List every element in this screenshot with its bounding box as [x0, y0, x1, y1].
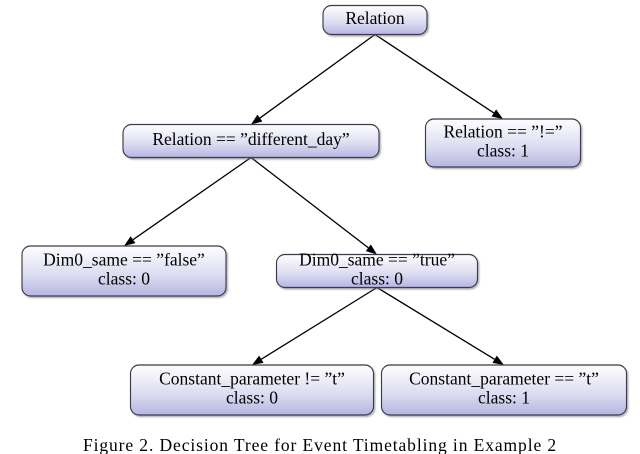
edge-line [374, 33, 495, 114]
tree-node-root[interactable]: Relation [322, 4, 428, 36]
node-class-label: class: 0 [98, 269, 150, 289]
node-condition-label: Dim0_same == ”false” [43, 250, 205, 270]
arrow-head-icon [491, 109, 503, 119]
node-condition-label: Relation [345, 8, 405, 28]
node-condition-label: Dim0_same == ”true” [299, 250, 455, 270]
arrow-head-icon [124, 236, 136, 246]
node-box[interactable] [275, 253, 479, 289]
tree-edge [252, 286, 378, 365]
node-condition-label: Constant_parameter == ”t” [409, 369, 599, 389]
edge-line [376, 286, 495, 360]
node-class-label: class: 0 [226, 388, 278, 408]
tree-edge [251, 33, 376, 125]
node-class-label: class: 0 [351, 269, 403, 289]
node-class-label: class: 1 [478, 388, 530, 408]
node-box[interactable] [424, 118, 582, 168]
edge-line [261, 286, 378, 360]
node-condition-label: Relation == ”different_day” [152, 129, 349, 149]
arrow-head-icon [365, 244, 377, 255]
edge-line [132, 156, 252, 241]
tree-node-dim0-same-true[interactable]: Dim0_same == ”true”class: 0 [275, 250, 479, 289]
tree-node-constant-parameter-neq-t[interactable]: Constant_parameter != ”t”class: 0 [129, 364, 375, 416]
figure-caption: Figure 2. Decision Tree for Event Timeta… [82, 435, 558, 454]
tree-edge [376, 286, 504, 365]
edge-line [250, 156, 369, 249]
node-class-label: class: 1 [477, 141, 529, 161]
tree-edge [250, 156, 377, 255]
tree-node-relation-different-day[interactable]: Relation == ”different_day” [122, 123, 380, 159]
tree-edge [124, 156, 252, 246]
node-box[interactable] [129, 364, 375, 416]
tree-edge [374, 33, 503, 119]
node-condition-label: Relation == ”!=” [443, 122, 562, 142]
tree-node-dim0-same-false[interactable]: Dim0_same == ”false”class: 0 [21, 245, 227, 297]
node-condition-label: Constant_parameter != ”t” [159, 369, 345, 389]
node-box[interactable] [380, 364, 628, 416]
node-box[interactable] [122, 123, 380, 159]
tree-edges [124, 33, 504, 365]
figure-caption-holder: Figure 2. Decision Tree for Event Timeta… [0, 434, 640, 454]
arrow-head-icon [252, 355, 264, 365]
node-box[interactable] [322, 4, 428, 36]
edge-line [259, 33, 376, 119]
node-box[interactable] [21, 245, 227, 297]
tree-node-relation-neq[interactable]: Relation == ”!=”class: 1 [424, 118, 582, 168]
arrow-head-icon [492, 355, 504, 365]
arrow-head-icon [251, 114, 263, 125]
tree-node-constant-parameter-eq-t[interactable]: Constant_parameter == ”t”class: 1 [380, 364, 628, 416]
